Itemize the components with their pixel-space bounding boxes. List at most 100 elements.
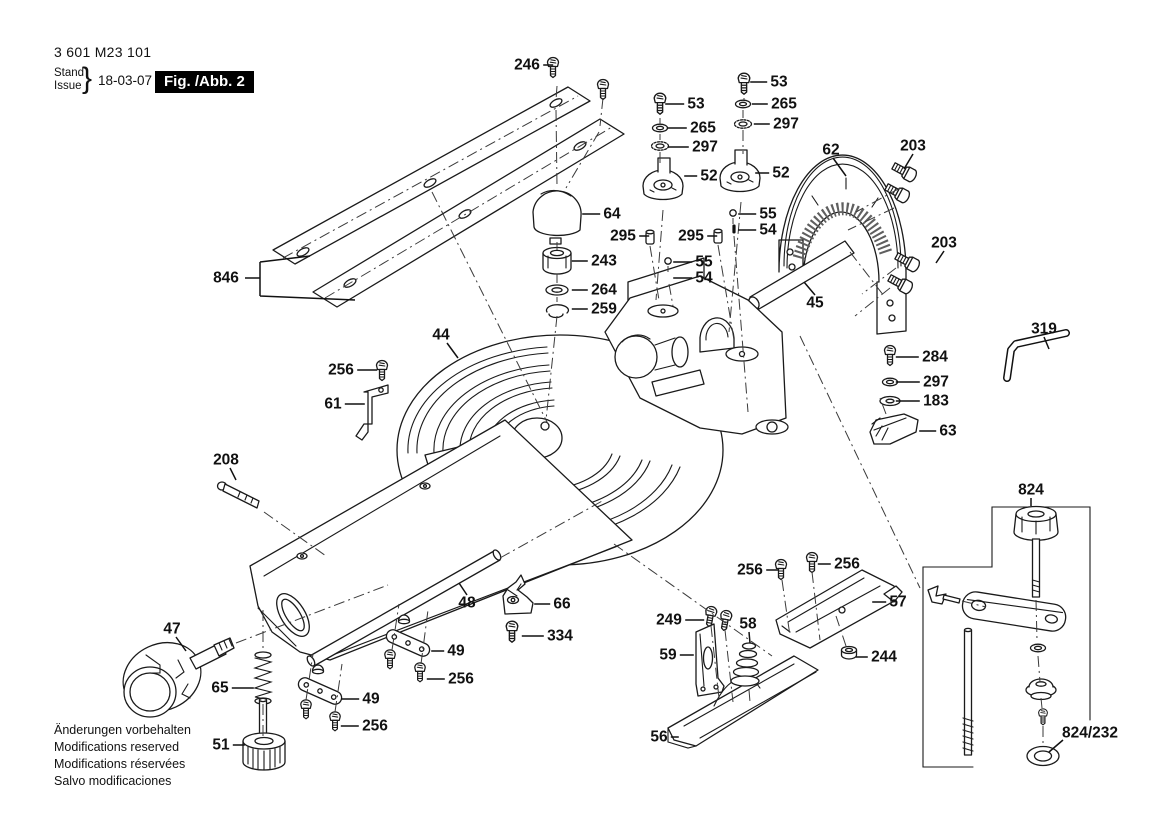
- part-label-246: 246: [514, 57, 540, 74]
- part-label-243: 243: [591, 253, 617, 270]
- issue-date: 18-03-07: [98, 73, 153, 88]
- part-label-256: 256: [362, 718, 388, 735]
- part-label-256: 256: [328, 362, 354, 379]
- part-label-58: 58: [739, 616, 757, 633]
- document-number: 3 601 M23 101: [54, 44, 152, 60]
- screw-246b-icon: [596, 78, 610, 101]
- part-label-51: 51: [212, 737, 230, 754]
- wing-bolt-icon: [927, 585, 961, 605]
- cap-64-icon: [532, 189, 582, 245]
- screw-334-icon: [505, 620, 519, 643]
- screw-256-icon: [375, 359, 389, 382]
- part-label-49: 49: [362, 691, 380, 708]
- part-label-334: 334: [547, 628, 573, 645]
- channel-57-icon: [775, 569, 903, 649]
- cap-nut-icon: [397, 614, 411, 625]
- washer-264-icon: [545, 284, 569, 296]
- screw-256-icon: [300, 699, 312, 720]
- part-label-256: 256: [834, 556, 860, 573]
- rail-bottom: [312, 118, 625, 308]
- part-label-47: 47: [163, 621, 180, 638]
- part-label-54: 54: [695, 270, 713, 287]
- part-label-64: 64: [603, 206, 621, 223]
- part-label-56: 56: [650, 729, 668, 746]
- bracket-61-icon: [355, 384, 389, 441]
- washer-297-icon: [881, 377, 899, 387]
- figure-label: Fig. /Abb. 2: [155, 71, 254, 93]
- part-label-265: 265: [690, 120, 716, 137]
- part-label-256: 256: [448, 671, 474, 688]
- part-label-203: 203: [900, 138, 926, 155]
- peg-295-left-icon: [645, 229, 655, 245]
- screw-256-icon: [384, 649, 396, 670]
- rod-45-icon: [748, 240, 855, 310]
- clamp-rod-icon: [962, 627, 974, 756]
- nut-244-icon: [840, 645, 858, 660]
- footer-line-es: Salvo modificaciones: [54, 774, 172, 788]
- part-label-297: 297: [923, 374, 949, 391]
- stand-issue-label: Stand Issue: [54, 67, 84, 93]
- foot-63-icon: [869, 397, 919, 445]
- part-label-61: 61: [324, 396, 342, 413]
- construction-lines: [235, 85, 1044, 744]
- part-label-265: 265: [771, 96, 797, 113]
- fastener-column-right: [719, 72, 761, 193]
- part-label-297: 297: [773, 116, 799, 133]
- part-label-55: 55: [695, 254, 713, 271]
- part-label-846: 846: [213, 270, 239, 287]
- washer-icon: [1029, 643, 1047, 653]
- clamp-screw-shaft-icon: [1031, 538, 1041, 598]
- knob-51-icon: [242, 697, 286, 771]
- part-label-824-232: 824/232: [1062, 725, 1118, 742]
- bracket-59-icon: [695, 623, 725, 697]
- part-54-right-icon: [732, 224, 736, 234]
- part-label-63: 63: [939, 423, 957, 440]
- stand-label: Stand: [54, 67, 85, 79]
- part-label-52: 52: [700, 168, 717, 185]
- hex-key-319-icon: [1003, 329, 1070, 382]
- part-label-59: 59: [659, 647, 677, 664]
- cap-nut-icon: [311, 664, 325, 675]
- dome-washer-icon: [1025, 678, 1057, 701]
- part-label-249: 249: [656, 612, 682, 629]
- part-label-53: 53: [687, 96, 705, 113]
- part-label-319: 319: [1031, 321, 1057, 338]
- nut-243-icon: [542, 246, 572, 275]
- screw-284-icon: [883, 344, 897, 367]
- screw-256-icon: [329, 711, 341, 732]
- part-label-48: 48: [458, 595, 476, 612]
- part-label-297: 297: [692, 139, 718, 156]
- small-screw-icon: [1038, 708, 1048, 726]
- part-label-45: 45: [806, 295, 824, 312]
- footer-line-de: Änderungen vorbehalten: [54, 723, 191, 737]
- part-label-295: 295: [610, 228, 636, 245]
- screw-249-icon: [717, 608, 734, 632]
- part-label-44: 44: [432, 327, 450, 344]
- fan-slots-left: [407, 346, 555, 454]
- part-label-284: 284: [922, 349, 948, 366]
- spring-65-icon: [253, 651, 274, 705]
- part-label-65: 65: [211, 680, 229, 697]
- screw-208-icon: [216, 481, 260, 509]
- brace-glyph: }: [82, 62, 93, 95]
- screw-256-icon: [805, 551, 819, 574]
- part-label-244: 244: [871, 649, 897, 666]
- part-label-49: 49: [447, 643, 465, 660]
- part-label-824: 824: [1018, 482, 1044, 499]
- issue-label: Issue: [54, 80, 82, 92]
- part-label-53: 53: [770, 74, 788, 91]
- part-label-259: 259: [591, 301, 617, 318]
- clamp-arm-icon: [961, 591, 1067, 632]
- bracket-846-lines: [245, 255, 356, 301]
- part-label-203: 203: [931, 235, 957, 252]
- clamp-knob-nut-icon: [1013, 505, 1059, 541]
- ring-824-232-icon: [1026, 745, 1060, 767]
- part-label-256: 256: [737, 562, 763, 579]
- part-label-264: 264: [591, 282, 617, 299]
- screw-256-icon: [414, 662, 426, 683]
- part-55-right-icon: [729, 209, 737, 217]
- part-label-183: 183: [923, 393, 949, 410]
